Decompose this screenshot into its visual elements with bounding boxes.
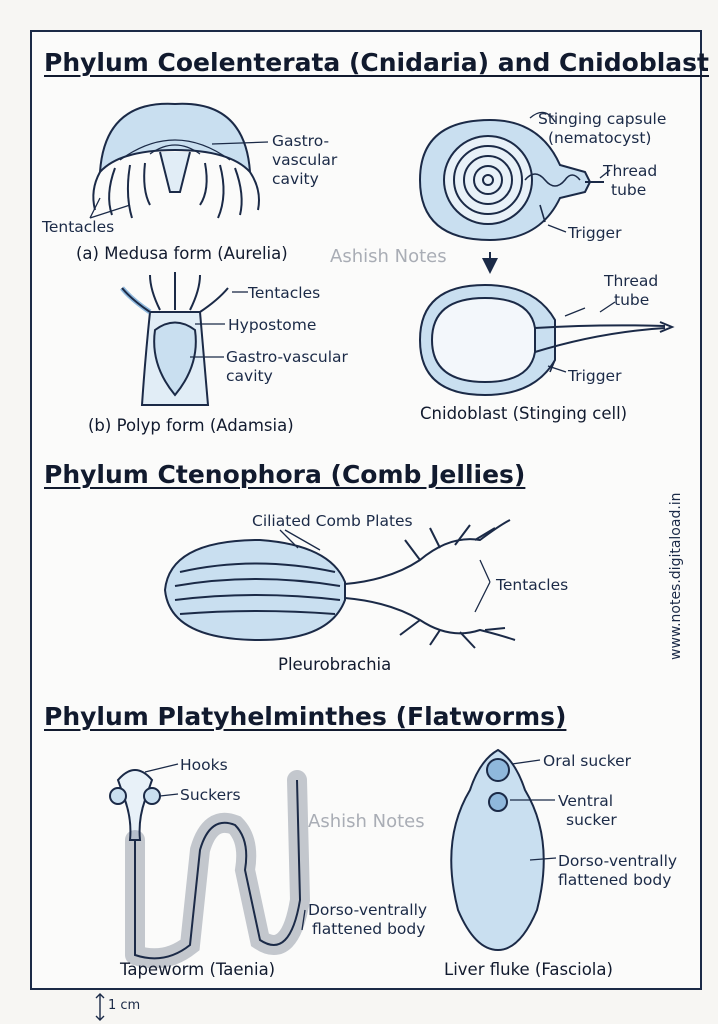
tapeworm-drawing [109,769,311,969]
polyp-drawing [120,272,248,406]
fluke-label-ventral-2: sucker [566,811,617,829]
cnido-label-trigger2: Trigger [568,367,622,385]
polyp-label-hypostome: Hypostome [228,316,317,334]
tapeworm-label-hooks: Hooks [180,756,228,774]
ctenophore-drawing [163,519,516,649]
polyp-label-gastro-2: cavity [226,367,273,385]
title-coelenterata: Phylum Coelenterata (Cnidaria) and Cnido… [44,48,709,77]
cteno-label-tentacles: Tentacles [496,576,569,594]
cnido-label-capsule-1: Stinging capsule [538,110,667,128]
polyp-caption: (b) Polyp form (Adamsia) [88,416,294,435]
tapeworm-label-body-1: Dorso-ventrally [308,901,428,919]
scale-label: 1 cm [108,998,141,1013]
fluke-label-oral: Oral sucker [543,752,632,770]
fluke-label-body-1: Dorso-ventrally [558,852,678,870]
cnido-label-thread-2: tube [611,181,647,199]
cnido-caption: Cnidoblast (Stinging cell) [420,404,628,423]
fluke-label-body-2: flattened body [558,871,672,889]
cnido-label-trigger: Trigger [568,224,622,242]
tapeworm-label-body-2: flattened body [312,920,426,938]
polyp-label-tentacles: Tentacles [248,284,321,302]
cnido-label-thread-1: Thread [603,162,658,180]
medusa-label-tentacles: Tentacles [42,218,115,236]
tapeworm-pointers [144,763,306,931]
polyp-label-gastro-1: Gastro-vascular [226,348,348,366]
cnidoblast-discharged-drawing [418,283,675,397]
tapeworm-label-suckers: Suckers [180,786,241,804]
fluke-label-ventral-1: Ventral [558,792,614,810]
cnido-label-thread2-2: tube [614,291,650,309]
watermark-1: Ashish Notes [330,246,447,267]
cteno-caption: Pleurobrachia [278,655,392,674]
fluke-caption: Liver fluke (Fasciola) [444,960,613,979]
page-frame [30,30,702,990]
cnido-label-thread2-1: Thread [604,272,659,290]
title-platyhelminthes: Phylum Platyhelminthes (Flatworms) [44,702,567,731]
medusa-drawing [89,102,269,219]
title-ctenophora: Phylum Ctenophora (Comb Jellies) [44,460,526,489]
cteno-label-comb: Ciliated Comb Plates [252,512,413,530]
watermark-2: Ashish Notes [308,811,425,832]
medusa-label-gastro-2: vascular [272,151,338,169]
fluke-drawing [450,748,557,952]
cnido-label-capsule-2: (nematocyst) [548,129,652,147]
medusa-label-gastro-1: Gastro- [272,132,330,150]
tapeworm-caption: Tapeworm (Taenia) [120,960,276,979]
medusa-label-gastro-3: cavity [272,170,319,188]
cnidoblast-coiled-drawing [418,111,611,274]
medusa-caption: (a) Medusa form (Aurelia) [76,244,288,263]
